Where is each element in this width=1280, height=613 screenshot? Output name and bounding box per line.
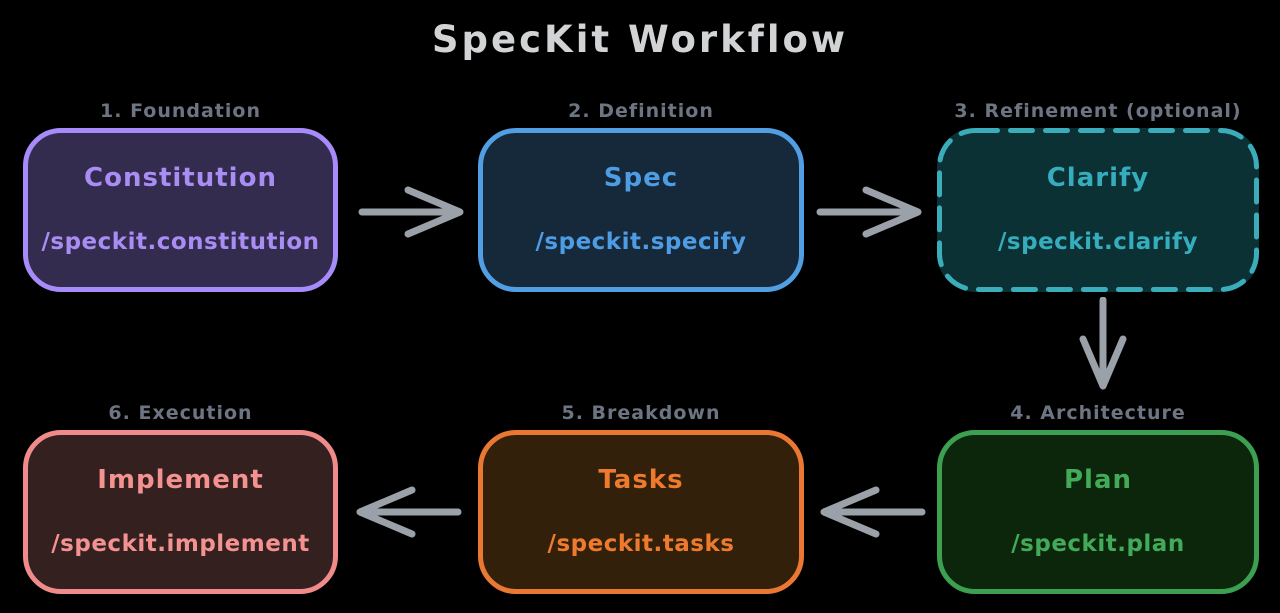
step-label-definition: 2. Definition	[568, 100, 714, 122]
tasks-box[interactable]: Tasks /speckit.tasks	[478, 430, 804, 594]
constitution-command: /speckit.constitution	[41, 229, 320, 255]
arrow-clarify-to-plan-icon[interactable]	[1076, 297, 1130, 391]
diagram-title: SpecKit Workflow	[431, 18, 849, 61]
spec-title: Spec	[603, 163, 679, 193]
node-plan: 4. Architecture Plan /speckit.plan	[937, 402, 1259, 594]
plan-title: Plan	[1063, 465, 1133, 495]
tasks-command: /speckit.tasks	[547, 531, 735, 557]
implement-box[interactable]: Implement /speckit.implement	[23, 430, 338, 594]
constitution-title: Constitution	[84, 163, 277, 193]
node-clarify: 3. Refinement (optional) Clarify /specki…	[937, 100, 1259, 292]
step-label-execution: 6. Execution	[108, 402, 253, 424]
step-label-refinement: 3. Refinement (optional)	[954, 100, 1242, 122]
arrow-spec-to-clarify-icon[interactable]	[814, 183, 926, 241]
implement-command: /speckit.implement	[51, 531, 310, 557]
tasks-title: Tasks	[598, 465, 684, 495]
step-label-architecture: 4. Architecture	[1010, 402, 1186, 424]
node-constitution: 1. Foundation Constitution /speckit.cons…	[23, 100, 338, 292]
arrow-tasks-to-implement-icon[interactable]	[352, 483, 464, 541]
clarify-box[interactable]: Clarify /speckit.clarify	[937, 128, 1259, 292]
constitution-box[interactable]: Constitution /speckit.constitution	[23, 128, 338, 292]
arrow-constitution-to-spec-icon[interactable]	[356, 183, 468, 241]
node-spec: 2. Definition Spec /speckit.specify	[478, 100, 804, 292]
node-tasks: 5. Breakdown Tasks /speckit.tasks	[478, 402, 804, 594]
step-label-breakdown: 5. Breakdown	[561, 402, 721, 424]
step-label-foundation: 1. Foundation	[100, 100, 261, 122]
node-implement: 6. Execution Implement /speckit.implemen…	[23, 402, 338, 594]
clarify-command: /speckit.clarify	[998, 229, 1198, 255]
plan-box[interactable]: Plan /speckit.plan	[937, 430, 1259, 594]
dashed-border	[937, 128, 1259, 292]
plan-command: /speckit.plan	[1011, 531, 1185, 557]
spec-box[interactable]: Spec /speckit.specify	[478, 128, 804, 292]
implement-title: Implement	[97, 465, 264, 495]
arrow-plan-to-tasks-icon[interactable]	[816, 483, 928, 541]
clarify-title: Clarify	[1046, 163, 1150, 193]
spec-command: /speckit.specify	[535, 229, 747, 255]
